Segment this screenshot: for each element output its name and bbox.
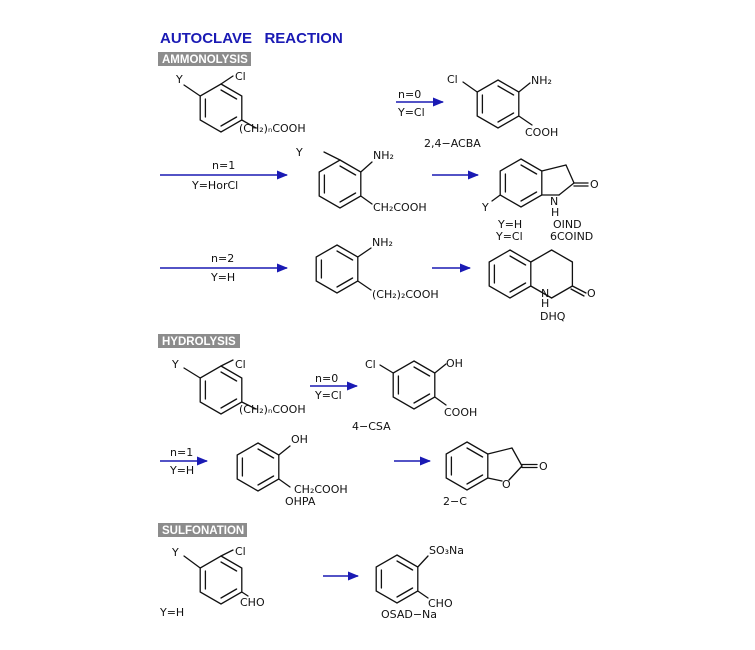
atom-cooh: COOH bbox=[444, 406, 477, 419]
atom-cl: Cl bbox=[235, 358, 246, 371]
atom-nh2: NH₂ bbox=[373, 149, 394, 162]
cond-n1: n=1 bbox=[212, 159, 235, 172]
section-sulfonation: SULFONATION Y Cl CHO Y=H SO₃Na CHO OSAD−… bbox=[158, 523, 464, 621]
atom-y: Y bbox=[171, 546, 179, 559]
atom-ch22cooh: (CH₂)₂COOH bbox=[372, 288, 439, 301]
atom-o: O bbox=[539, 460, 548, 473]
atom-so3na: SO₃Na bbox=[429, 544, 464, 557]
atom-o: O bbox=[590, 178, 599, 191]
atom-cl: Cl bbox=[365, 358, 376, 371]
atom-cho: CHO bbox=[240, 596, 265, 609]
name-oind: OIND bbox=[553, 218, 582, 231]
name-6coind: 6COIND bbox=[550, 230, 593, 243]
atom-cl: Cl bbox=[235, 70, 246, 83]
atom-o: O bbox=[502, 478, 511, 491]
product-2c: O O 2−C bbox=[443, 441, 548, 508]
hydrolysis-badge bbox=[158, 334, 240, 348]
hydrolysis-reactant: Y Cl (CH₂)ₙCOOH bbox=[171, 358, 306, 416]
atom-y: Y bbox=[481, 201, 489, 214]
atom-n: N bbox=[541, 287, 549, 300]
product-dhq: O N H DHQ bbox=[488, 249, 596, 323]
atom-oh: OH bbox=[446, 357, 463, 370]
name-yh: Y=H bbox=[497, 218, 522, 231]
atom-h: H bbox=[551, 206, 559, 219]
intermediate-aminophenylacetic: Y NH₂ CH₂COOH bbox=[295, 146, 427, 214]
ammonolysis-label: AMMONOLYSIS bbox=[162, 54, 248, 66]
page-title: AUTOCLAVE REACTION bbox=[160, 30, 343, 47]
cond-n0: n=0 bbox=[398, 88, 421, 101]
atom-oh: OH bbox=[291, 433, 308, 446]
atom-y: Y bbox=[295, 146, 303, 159]
sulfonation-reactant: Y Cl CHO Y=H bbox=[159, 545, 265, 619]
atom-ch2ncooh: (CH₂)ₙCOOH bbox=[239, 403, 306, 416]
section-ammonolysis: AMMONOLYSIS Y Cl (CH₂)ₙCOOH n=0 Y=Cl bbox=[158, 52, 599, 323]
atom-ch2cooh: CH₂COOH bbox=[373, 201, 427, 214]
cond-yhorcl: Y=HorCl bbox=[191, 179, 238, 192]
cond-ycl: Y=Cl bbox=[397, 106, 425, 119]
product-osad: SO₃Na CHO OSAD−Na bbox=[375, 544, 464, 621]
atom-cooh: COOH bbox=[525, 126, 558, 139]
hydrolysis-label: HYDROLYSIS bbox=[162, 336, 236, 348]
atom-ch2ncooh: (CH₂)ₙCOOH bbox=[239, 122, 306, 135]
cond-yh: Y=H bbox=[210, 271, 235, 284]
name-ycl: Y=Cl bbox=[495, 230, 523, 243]
atom-cl: Cl bbox=[447, 73, 458, 86]
product-oxindole: O N H Y Y=H Y=Cl OIND 6COIND bbox=[481, 158, 599, 243]
name-2c: 2−C bbox=[443, 495, 467, 508]
cond-n0: n=0 bbox=[315, 372, 338, 385]
atom-ch2cooh: CH₂COOH bbox=[294, 483, 348, 496]
name-acba: 2,4−ACBA bbox=[424, 137, 481, 150]
cond-ycl: Y=Cl bbox=[314, 389, 342, 402]
section-hydrolysis: HYDROLYSIS Y Cl (CH₂)ₙCOOH n=0 Y=Cl Cl O… bbox=[158, 334, 548, 508]
ammonolysis-reactant: Y Cl (CH₂)ₙCOOH bbox=[175, 70, 306, 135]
sulfonation-cond-yh: Y=H bbox=[159, 606, 184, 619]
product-acba: Cl NH₂ COOH 2,4−ACBA bbox=[424, 73, 558, 150]
sulfonation-badge bbox=[158, 523, 247, 537]
atom-nh2: NH₂ bbox=[372, 236, 393, 249]
name-ohpa: OHPA bbox=[285, 495, 316, 508]
atom-o: O bbox=[587, 287, 596, 300]
atom-n: N bbox=[550, 195, 558, 208]
product-csa: Cl OH COOH 4−CSA bbox=[352, 357, 477, 433]
cond-n2: n=2 bbox=[211, 252, 234, 265]
cond-yh: Y=H bbox=[169, 464, 194, 477]
name-osad: OSAD−Na bbox=[381, 608, 437, 621]
intermediate-ohpa: OH CH₂COOH OHPA bbox=[236, 433, 348, 508]
name-dhq: DHQ bbox=[540, 310, 566, 323]
atom-cl: Cl bbox=[235, 545, 246, 558]
sulfonation-label: SULFONATION bbox=[162, 525, 244, 537]
atom-cho: CHO bbox=[428, 597, 453, 610]
atom-h: H bbox=[541, 297, 549, 310]
atom-nh2: NH₂ bbox=[531, 74, 552, 87]
ammonolysis-badge bbox=[158, 52, 251, 66]
intermediate-aminophenylpropionic: NH₂ (CH₂)₂COOH bbox=[315, 236, 439, 301]
atom-y: Y bbox=[175, 73, 183, 86]
name-4csa: 4−CSA bbox=[352, 420, 391, 433]
cond-n1: n=1 bbox=[170, 446, 193, 459]
atom-y: Y bbox=[171, 358, 179, 371]
